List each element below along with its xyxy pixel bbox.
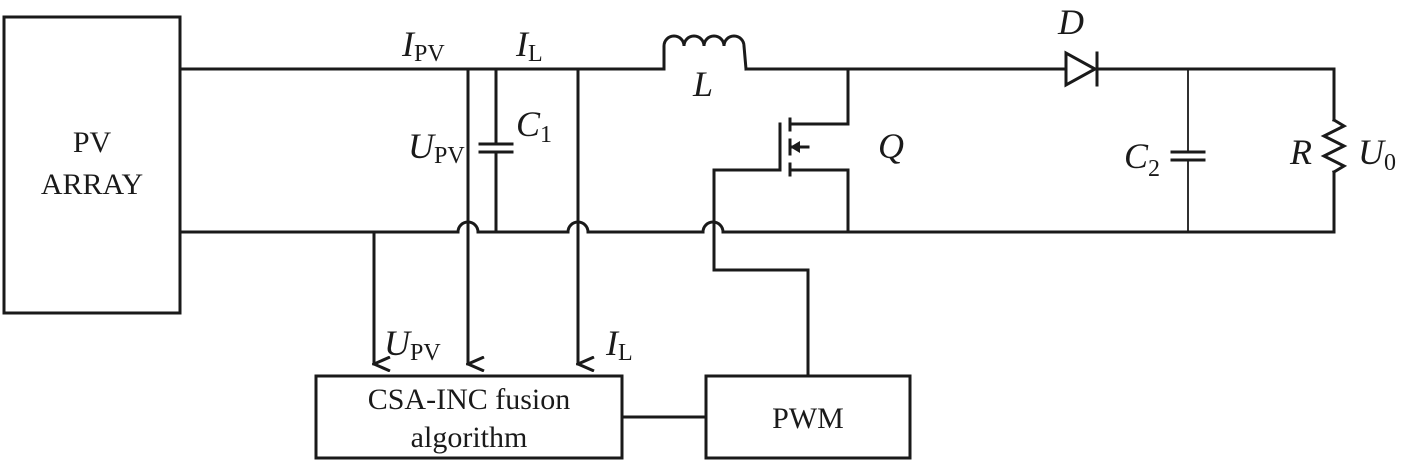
inductor-symbol [662, 34, 748, 71]
inductor-current-label: IL [515, 24, 543, 67]
input-capacitor-c1 [478, 67, 514, 234]
resistor-label: R [1289, 132, 1312, 172]
pv-voltage-label: UPV [408, 126, 465, 169]
switch-label: Q [878, 126, 904, 166]
diode-symbol [1064, 50, 1099, 88]
algorithm-block: CSA-INC fusion algorithm [314, 374, 624, 460]
pv-current-label: IPV [401, 24, 445, 67]
feedback-voltage-label: UPV [384, 323, 441, 366]
pv-array-block: PV ARRAY [2, 15, 182, 315]
output-voltage-label: U0 [1358, 132, 1396, 176]
inductor-label: L [692, 64, 713, 104]
diode-label: D [1057, 2, 1084, 42]
pwm-label: PWM [772, 402, 844, 435]
pv-array-label-line2: ARRAY [41, 168, 143, 201]
feedback-current-label: IL [605, 323, 633, 366]
output-capacitor-c2 [1170, 69, 1206, 232]
bottom-rail [178, 220, 1336, 234]
pwm-block: PWM [704, 374, 912, 460]
pv-array-label-line1: PV [73, 126, 112, 159]
algorithm-label-line1: CSA-INC fusion [368, 383, 571, 416]
algorithm-label-line2: algorithm [411, 421, 528, 454]
mosfet-q-symbol [712, 67, 850, 378]
load-resistor-r [1320, 67, 1348, 234]
output-capacitor-label: C2 [1124, 136, 1160, 182]
input-capacitor-label: C1 [516, 104, 552, 148]
